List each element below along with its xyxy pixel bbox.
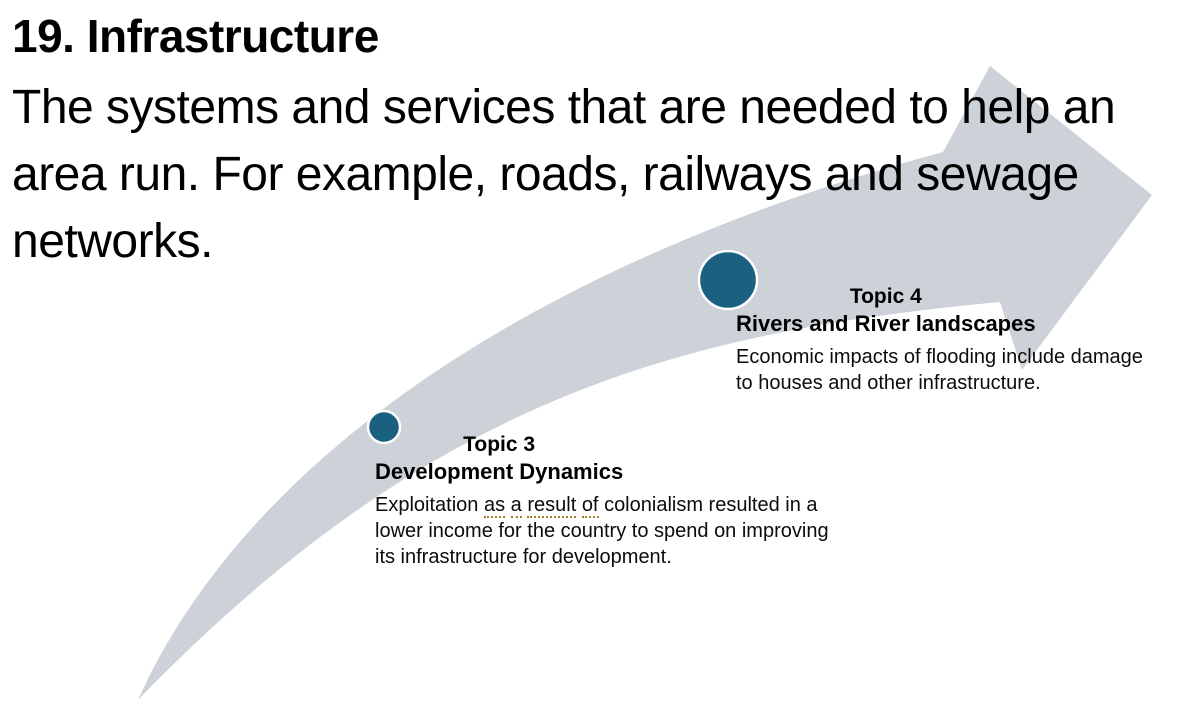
topic-4-desc-line-1: Economic impacts of flooding include dam…: [736, 346, 1143, 368]
desc-text: colonialism resulted in a: [604, 494, 818, 516]
grammar-flagged-word: of: [581, 494, 599, 518]
topic-3-description: Exploitation as a result of colonialism …: [375, 492, 829, 570]
topic-4-description: Economic impacts of flooding include dam…: [736, 344, 1143, 396]
definition-line-2: area run. For example, roads, railways a…: [12, 148, 1079, 201]
topic-3-label: Topic 3: [463, 433, 536, 456]
slide-header: 19. Infrastructure The systems and servi…: [12, 8, 1116, 275]
topic-3-desc-line-2: lower income for the country to spend on…: [375, 520, 829, 542]
topic-3-heading: Topic 3 Development Dynamics: [375, 431, 623, 485]
topic-4-block: Topic 4 Rivers and River landscapes Econ…: [736, 283, 1143, 396]
curved-arrow-shape: [138, 66, 1152, 700]
topic-3-desc-line-3: its infrastructure for development.: [375, 546, 672, 568]
milestone-dot-topic-4: [697, 249, 759, 311]
definition-line-3: networks.: [12, 215, 213, 268]
topic-4-heading: Topic 4 Rivers and River landscapes: [736, 283, 1036, 337]
milestone-dot-topic-3: [366, 409, 402, 445]
topic-3-block: Topic 3 Development Dynamics Exploitatio…: [375, 431, 829, 570]
topic-4-name: Rivers and River landscapes: [736, 311, 1036, 336]
grammar-flagged-word: a: [510, 494, 522, 518]
topic-3-desc-line-1: Exploitation as a result of colonialism …: [375, 492, 829, 518]
grammar-flagged-word: result: [527, 494, 577, 518]
desc-text: Exploitation: [375, 494, 479, 516]
definition-text: The systems and services that are needed…: [12, 74, 1116, 275]
topic-3-name: Development Dynamics: [375, 459, 624, 484]
grammar-flagged-word: as: [483, 494, 506, 518]
definition-line-1: The systems and services that are needed…: [12, 81, 1116, 134]
topic-4-label: Topic 4: [849, 285, 922, 308]
topic-4-desc-line-2: to houses and other infrastructure.: [736, 372, 1041, 394]
page-title: 19. Infrastructure: [12, 10, 379, 62]
